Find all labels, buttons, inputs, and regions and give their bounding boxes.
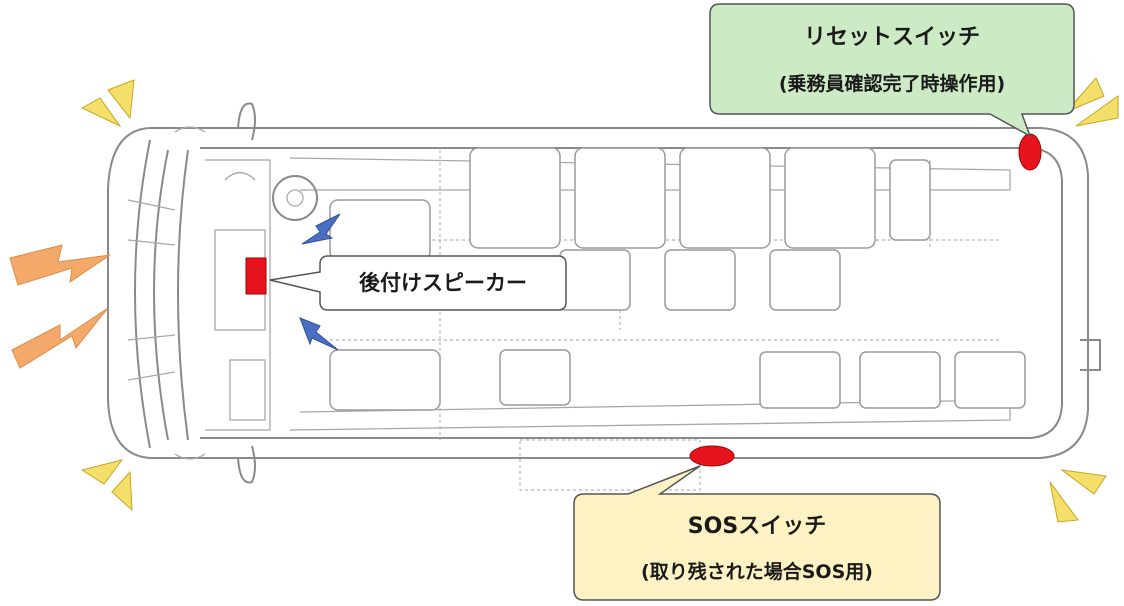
seat xyxy=(574,147,666,249)
seat xyxy=(679,147,771,249)
reset-switch-title: リセットスイッチ xyxy=(804,25,980,50)
signal-bolt-icon xyxy=(299,213,341,351)
reset-switch-callout: リセットスイッチ (乗務員確認完了時操作用) xyxy=(709,3,1075,138)
sound-wave-icon xyxy=(9,244,111,369)
speaker-marker xyxy=(245,257,267,295)
reset-switch-subtitle: (乗務員確認完了時操作用) xyxy=(779,72,1005,95)
seat xyxy=(759,351,841,409)
speaker-title: 後付けスピーカー xyxy=(359,271,527,295)
speaker-callout: 後付けスピーカー xyxy=(269,255,567,311)
sos-switch-subtitle: (取り残された場合SOS用) xyxy=(641,560,873,583)
seat xyxy=(889,159,931,241)
seat xyxy=(954,351,1026,409)
seat xyxy=(664,249,736,311)
sos-switch-callout: SOSスイッチ (取り残された場合SOS用) xyxy=(573,465,941,601)
seat xyxy=(499,349,571,406)
seat xyxy=(329,199,431,261)
reset-switch-marker xyxy=(1018,133,1042,171)
flash-ray-icon xyxy=(80,77,1119,523)
seat xyxy=(559,249,631,311)
seats xyxy=(329,147,1026,411)
sos-switch-marker xyxy=(689,445,735,467)
seat xyxy=(769,249,841,311)
seat xyxy=(784,147,876,249)
sos-switch-title: SOSスイッチ xyxy=(688,514,826,539)
seat xyxy=(859,351,941,409)
seat xyxy=(329,349,441,411)
seat xyxy=(469,147,561,249)
